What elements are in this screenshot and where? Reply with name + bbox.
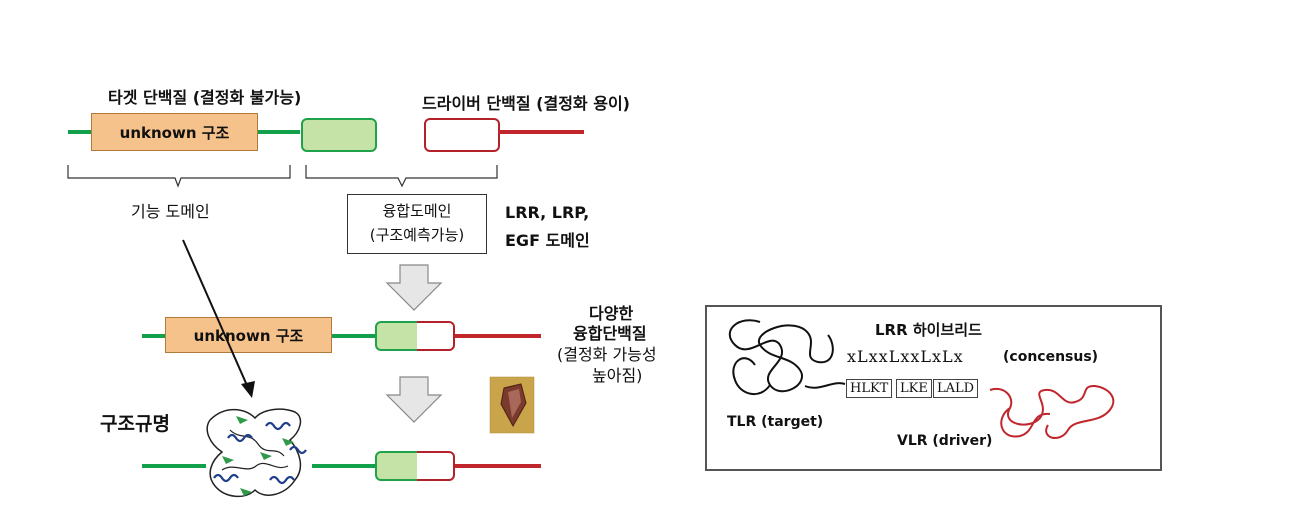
fusion-row-red-line: [455, 334, 541, 338]
final-fusion-white-part: [417, 451, 455, 481]
fusion-domain-pair: [375, 321, 455, 351]
diagonal-arrow-line: [182, 239, 250, 391]
down-arrow-1: [385, 264, 443, 311]
vlr-chain-scribble: [989, 384, 1115, 439]
down-arrow-2: [385, 376, 443, 423]
final-fusion-green-part: [375, 451, 419, 481]
final-row-green-right: [312, 464, 376, 468]
unknown-structure-label-2: unknown 구조: [193, 326, 304, 345]
vlr-label: VLR (driver): [897, 433, 993, 449]
tlr-label: TLR (target): [727, 414, 824, 430]
lrr-hybrid-panel: LRR 하이브리드 xLxxLxxLxLx (concensus) HLKT L…: [705, 305, 1162, 471]
domain-examples-line2: EGF 도메인: [505, 231, 590, 250]
fusion-white-part: [417, 321, 455, 351]
fusion-domain-line2: (구조예측가능): [369, 226, 465, 244]
fusion-domain-brace: [305, 165, 498, 188]
target-protein-label: 타겟 단백질 (결정화 불가능): [108, 88, 302, 107]
fusion-domain-green-box: [301, 118, 377, 152]
final-row-red-line: [455, 464, 541, 468]
driver-domain-white-box: [424, 118, 500, 152]
final-row-green-left: [142, 464, 206, 468]
various-fusion-line3: (결정화 가능성: [557, 345, 657, 364]
tlr-chain-scribble: [728, 319, 846, 395]
seq-group-3: LALD: [933, 379, 979, 398]
structure-determination-label: 구조규명: [100, 413, 170, 435]
protein-structure-illustration: [206, 408, 307, 498]
unknown-structure-label: unknown 구조: [119, 123, 230, 142]
functional-domain-label: 기능 도메인: [131, 202, 210, 221]
consensus-label: (concensus): [1003, 349, 1099, 365]
domain-examples-line1: LRR, LRP,: [505, 203, 590, 222]
driver-protein-line: [498, 130, 584, 134]
seq-group-1: HLKT: [846, 379, 893, 398]
final-fusion-domain-pair: [375, 451, 455, 481]
seq-group-2: LKE: [896, 379, 932, 398]
various-fusion-line4: 높아짐): [592, 366, 643, 385]
crystal-image: [489, 376, 535, 434]
various-fusion-line2: 융합단백질: [573, 324, 647, 343]
functional-domain-brace: [67, 165, 291, 188]
panel-title: LRR 하이브리드: [875, 321, 982, 339]
unknown-structure-box-2: unknown 구조: [165, 317, 332, 353]
fusion-domain-box: 융합도메인 (구조예측가능): [347, 194, 487, 254]
fusion-domain-line1: 융합도메인: [382, 202, 452, 220]
consensus-sequence: xLxxLxxLxLx: [847, 347, 964, 366]
various-fusion-line1: 다양한: [589, 304, 634, 323]
driver-protein-label: 드라이버 단백질 (결정화 용이): [422, 94, 630, 113]
unknown-structure-box: unknown 구조: [91, 113, 258, 151]
diagonal-arrow-head: [241, 381, 255, 398]
